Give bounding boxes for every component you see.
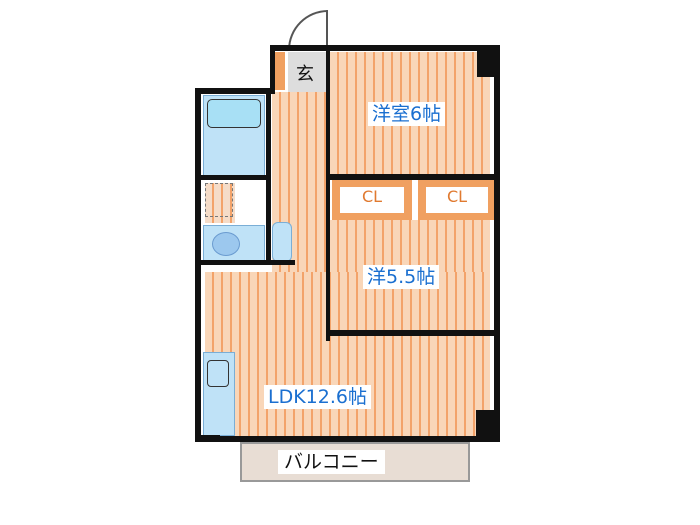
ldk-floor	[205, 272, 490, 440]
sink-icon	[272, 222, 292, 262]
ldk-label: LDK12.6帖	[264, 385, 371, 409]
outer-wall-right	[494, 45, 500, 441]
toilet-icon	[212, 232, 240, 256]
kitchen-sink-icon	[207, 360, 229, 387]
bathtub-icon	[207, 99, 261, 128]
balcony-label: バルコニー	[278, 450, 385, 474]
shoe-cabinet	[275, 52, 285, 90]
entrance-door-swing[interactable]	[288, 10, 328, 50]
western-room-1-floor	[330, 52, 490, 176]
wall-bath-right	[266, 88, 271, 263]
western-room-1-label: 洋室6帖	[368, 102, 446, 126]
column-bottom-left	[195, 435, 220, 442]
kitchen-counter	[203, 352, 235, 436]
western-room-2-label: 洋5.5帖	[363, 265, 440, 289]
outer-wall-bath-top	[195, 88, 275, 94]
outer-wall-bottom	[195, 436, 500, 442]
laundry-space-icon	[205, 183, 233, 217]
wall-room1-bottom	[328, 174, 498, 180]
closet-2[interactable]: CL	[418, 180, 496, 220]
entrance-area	[288, 52, 328, 92]
outer-wall-top	[270, 45, 500, 51]
column-bottom-right	[476, 410, 500, 442]
closet-1[interactable]: CL	[332, 180, 412, 220]
wall-room2-bottom	[328, 330, 498, 336]
wall-bath-bottom	[195, 175, 270, 180]
wall-hall-right	[326, 51, 330, 341]
wall-toilet-bottom	[195, 260, 295, 265]
outer-wall-entry-left	[270, 45, 275, 93]
column-top-right	[477, 45, 500, 77]
entrance-label: 玄	[296, 64, 314, 85]
